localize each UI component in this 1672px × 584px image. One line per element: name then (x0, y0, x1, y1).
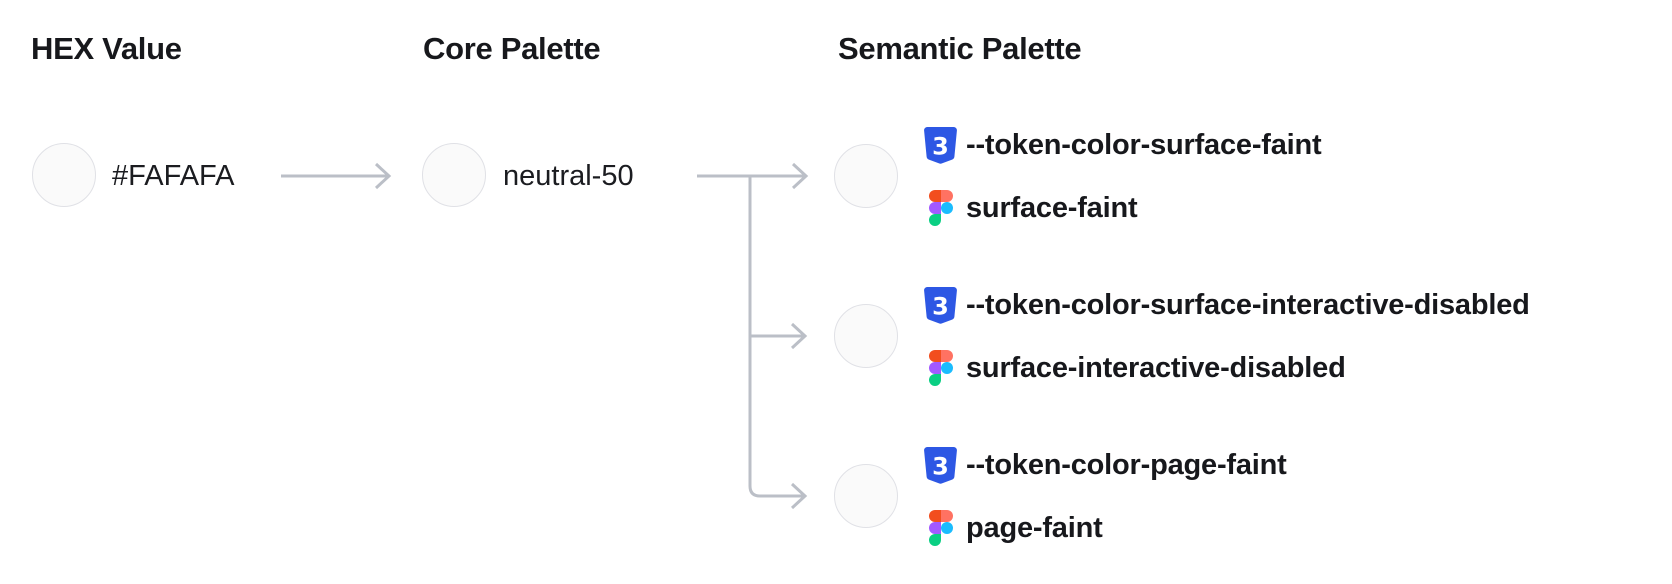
css3-icon: 3 (924, 286, 966, 324)
semantic-entry-surface-faint: 3 --token-color-surface-faint surface-fa… (834, 126, 1664, 226)
css3-icon: 3 (924, 126, 966, 164)
semantic-color-swatch (834, 464, 898, 528)
figma-token-line: surface-faint (924, 190, 1138, 226)
column-heading-hex: HEX Value (31, 31, 182, 66)
css-variable-line: 3 --token-color-surface-faint (924, 126, 1322, 164)
figma-token-line: surface-interactive-disabled (924, 350, 1346, 386)
css-variable-line: 3 --token-color-page-faint (924, 446, 1287, 484)
semantic-entry-surface-interactive-disabled: 3 --token-color-surface-interactive-disa… (834, 286, 1664, 386)
css-variable-label: --token-color-surface-interactive-disabl… (966, 288, 1530, 321)
figma-icon (924, 190, 966, 226)
svg-text:3: 3 (932, 452, 949, 480)
arrow-core-to-semantic-1-head (791, 162, 809, 190)
semantic-color-swatch (834, 304, 898, 368)
css-variable-label: --token-color-page-faint (966, 448, 1287, 481)
column-heading-core: Core Palette (423, 31, 601, 66)
hex-color-swatch (32, 143, 96, 207)
hex-value-label: #FAFAFA (112, 160, 235, 192)
arrow-hex-to-core-head (374, 162, 392, 190)
figma-icon (924, 510, 966, 546)
figma-token-label: surface-faint (966, 191, 1138, 224)
column-heading-semantic: Semantic Palette (838, 31, 1082, 66)
svg-text:3: 3 (932, 292, 949, 320)
arrow-core-to-semantic-3-head (790, 482, 808, 510)
css-variable-line: 3 --token-color-surface-interactive-disa… (924, 286, 1530, 324)
figma-icon (924, 350, 966, 386)
css3-icon: 3 (924, 446, 966, 484)
figma-token-label: surface-interactive-disabled (966, 351, 1346, 384)
branch-trunk (748, 177, 804, 498)
arrow-core-to-semantic-2-head (790, 322, 808, 350)
core-name-label: neutral-50 (503, 160, 634, 192)
figma-token-label: page-faint (966, 511, 1103, 544)
css-variable-label: --token-color-surface-faint (966, 128, 1322, 161)
svg-text:3: 3 (932, 132, 949, 160)
figma-token-line: page-faint (924, 510, 1103, 546)
core-color-swatch (422, 143, 486, 207)
semantic-color-swatch (834, 144, 898, 208)
semantic-entry-page-faint: 3 --token-color-page-faint page-faint (834, 446, 1664, 546)
